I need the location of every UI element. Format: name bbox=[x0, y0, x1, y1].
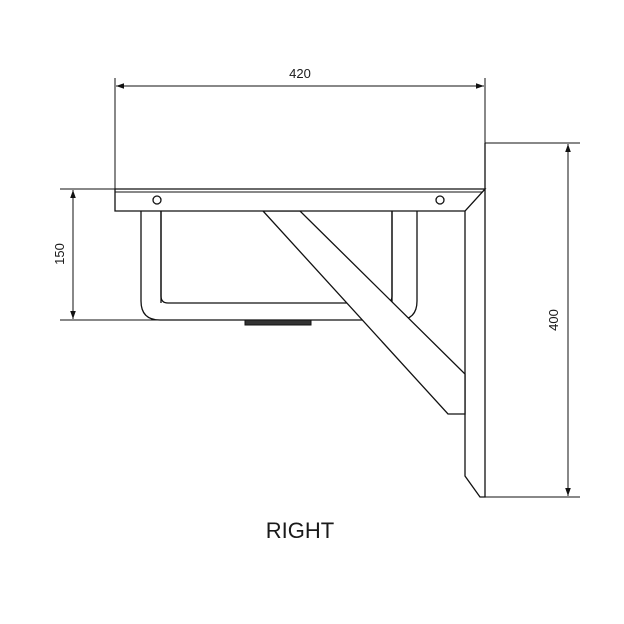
mounting-hole-right bbox=[435, 195, 445, 205]
brace-bar bbox=[261, 210, 466, 415]
shelf-plate bbox=[114, 188, 487, 212]
sink-drain-outlet bbox=[244, 319, 312, 326]
sink-depth-dimension-label: 150 bbox=[52, 243, 67, 265]
height-dimension bbox=[485, 142, 580, 498]
view-label: RIGHT bbox=[266, 518, 334, 543]
height-dimension-label: 400 bbox=[546, 309, 561, 331]
width-dimension-label: 420 bbox=[289, 66, 311, 81]
shelf-top bbox=[114, 188, 487, 212]
sink-depth-dimension bbox=[60, 188, 160, 321]
diagonal-brace bbox=[261, 210, 466, 415]
mounting-hole-left bbox=[152, 195, 162, 205]
width-dimension bbox=[114, 78, 486, 189]
